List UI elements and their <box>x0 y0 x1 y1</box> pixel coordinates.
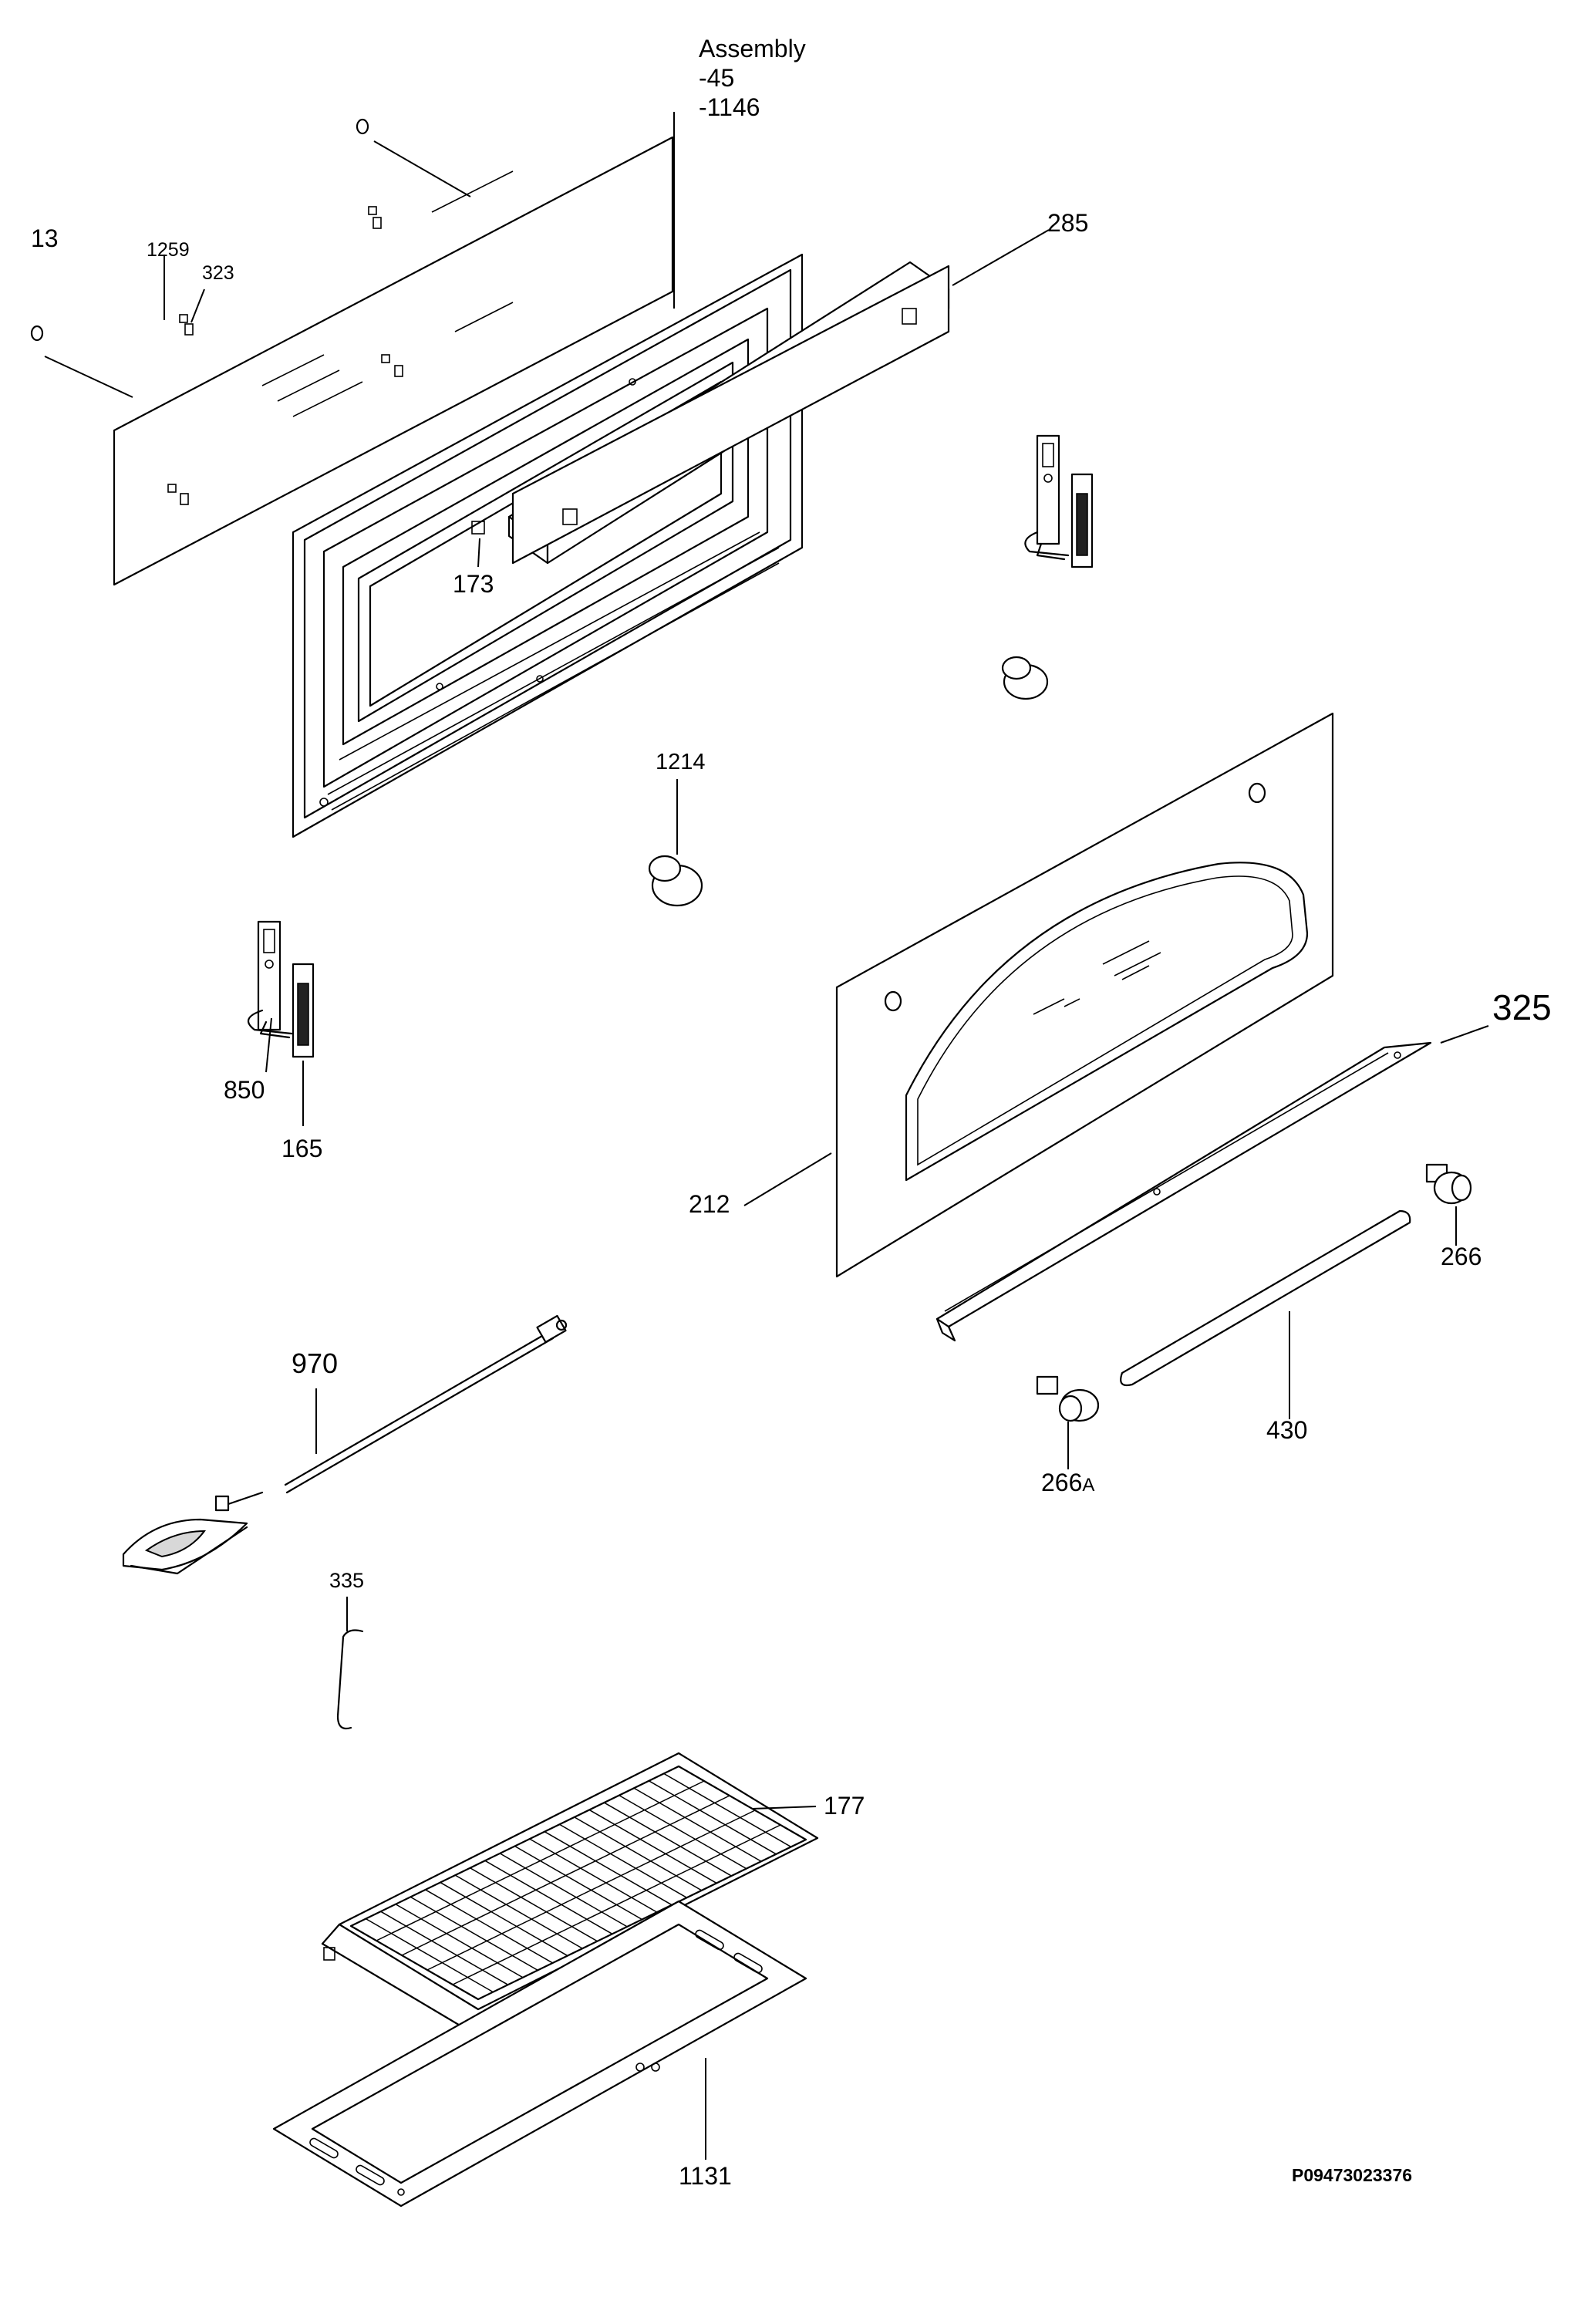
callout-labels: Assembly -45 -1146 13 1259 323 285 173 1… <box>31 35 1552 2190</box>
top-trim-bar <box>507 261 950 565</box>
end-cap-266-icon <box>1425 1163 1472 1205</box>
label-173: 173 <box>453 570 494 598</box>
rack-wire <box>440 1881 568 1957</box>
label-970: 970 <box>292 1348 338 1379</box>
handle-rod-icon <box>1120 1209 1411 1387</box>
leader-lines <box>44 112 1489 2160</box>
rack-wire <box>514 1845 642 1921</box>
rack-wire <box>410 1896 538 1972</box>
label-assembly-1146: -1146 <box>699 93 760 121</box>
clip-173-icon <box>471 521 485 535</box>
label-323: 323 <box>202 262 234 284</box>
rack-wire <box>588 1809 717 1884</box>
oven-shelf-rack <box>321 1752 819 2038</box>
wire-clip-335-icon <box>336 1629 364 1730</box>
inner-glass-panel <box>835 712 1334 1278</box>
label-266a: 266A <box>1041 1469 1094 1496</box>
label-266: 266 <box>1441 1243 1482 1270</box>
label-285: 285 <box>1047 209 1088 237</box>
rack-wire <box>376 1780 705 1941</box>
label-335: 335 <box>329 1569 364 1592</box>
hinge-right-icon <box>1024 434 1094 568</box>
rack-wire <box>380 1911 509 1985</box>
label-assembly-45: -45 <box>699 64 734 92</box>
hinge-left-icon <box>247 920 315 1058</box>
rack-wire <box>470 1867 598 1942</box>
rack-wire <box>648 1780 777 1855</box>
rack-wire <box>365 1918 494 1993</box>
rack-wire <box>499 1853 628 1928</box>
label-1259: 1259 <box>147 239 190 261</box>
bushing-right-icon <box>1001 656 1049 700</box>
rack-wire <box>454 1874 583 1949</box>
rack-wire <box>544 1831 673 1906</box>
end-cap-266a-icon <box>1036 1375 1100 1422</box>
clip-13-icon <box>30 118 369 342</box>
outer-glass-panel <box>113 136 674 586</box>
rack-wire <box>559 1823 687 1898</box>
drawing-number: P09473023376 <box>1292 2165 1412 2185</box>
rack-wire <box>484 1860 613 1934</box>
label-165: 165 <box>281 1135 322 1162</box>
label-266a-number: 266 <box>1041 1469 1082 1496</box>
label-177: 177 <box>824 1792 865 1820</box>
rack-wire <box>663 1773 792 1848</box>
rack-wire <box>426 1810 756 1971</box>
rack-wire <box>401 1795 730 1956</box>
label-13: 13 <box>31 224 59 252</box>
rack-wire <box>633 1787 762 1862</box>
label-212: 212 <box>689 1190 730 1218</box>
bottom-trim-strip <box>935 1041 1432 1342</box>
label-850: 850 <box>224 1076 265 1104</box>
label-325: 325 <box>1492 987 1552 1027</box>
rack-wire <box>395 1904 524 1978</box>
rack-wire <box>574 1816 703 1891</box>
label-1131: 1131 <box>679 2162 732 2190</box>
rack-wire <box>604 1802 732 1877</box>
label-430: 430 <box>1266 1416 1307 1444</box>
shelf-frame <box>272 1900 807 2208</box>
label-assembly: Assembly <box>699 35 806 62</box>
rack-wire <box>529 1838 658 1913</box>
rack-wire <box>452 1824 781 1985</box>
label-266a-suffix: A <box>1082 1475 1094 1496</box>
thermostat-probe-icon <box>122 1314 568 1575</box>
rack-wire <box>619 1794 747 1870</box>
rack-wire <box>425 1889 553 1964</box>
label-1214: 1214 <box>656 750 706 774</box>
bushing-1214-icon <box>648 855 703 907</box>
